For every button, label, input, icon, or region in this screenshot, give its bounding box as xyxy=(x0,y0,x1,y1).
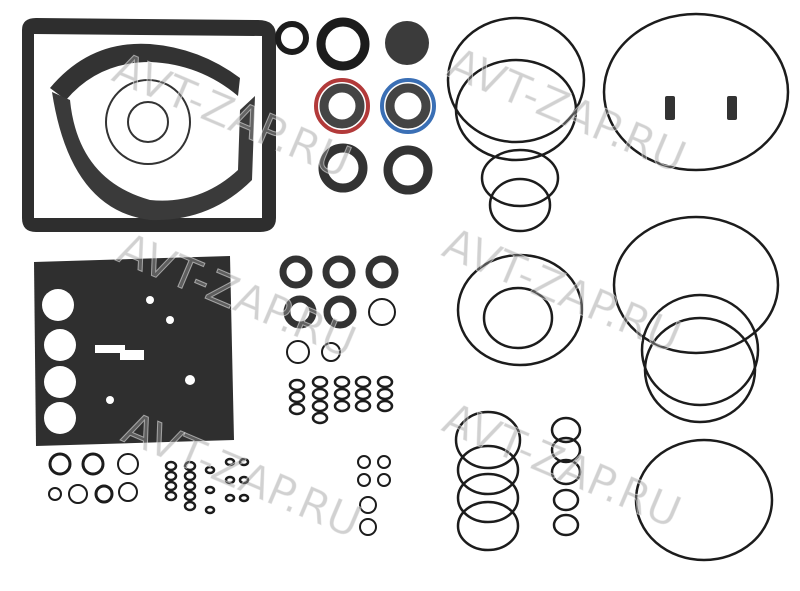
o-ring-stacks xyxy=(164,375,394,515)
small-o-rings xyxy=(48,340,391,536)
valve-body-gasket xyxy=(34,256,234,446)
pan-gasket xyxy=(22,18,276,232)
valve-clips xyxy=(665,96,737,120)
large-o-rings xyxy=(446,12,790,562)
oil-seals xyxy=(275,17,436,329)
